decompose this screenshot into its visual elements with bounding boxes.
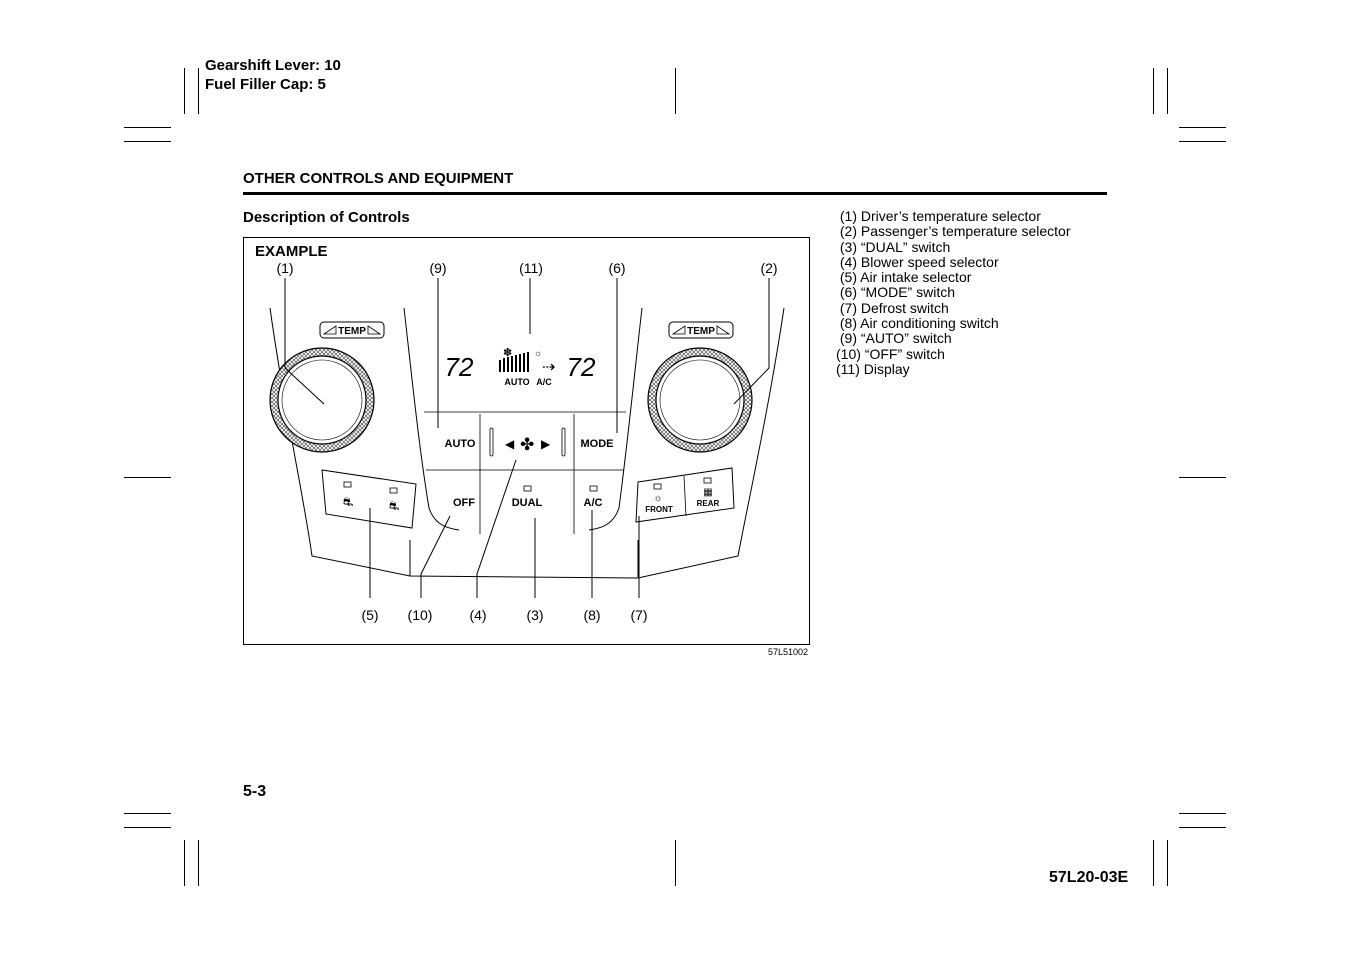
rear-defrost-icon: ▦: [703, 487, 712, 498]
ac-button[interactable]: A/C: [584, 485, 603, 509]
off-button-label: OFF: [453, 497, 475, 509]
dual-button-label: DUAL: [512, 497, 543, 509]
callout-8: (8): [583, 607, 600, 623]
callout-10: (10): [408, 607, 433, 623]
front-button-label: FRONT: [645, 505, 673, 514]
display-right-temp: 72: [567, 352, 596, 382]
display-ac: A/C: [536, 377, 552, 387]
legend-item: (9) “AUTO” switch: [836, 330, 952, 347]
dual-button[interactable]: DUAL: [512, 485, 543, 509]
display-auto: AUTO: [504, 377, 529, 387]
legend-item: (6) “MODE” switch: [836, 284, 955, 301]
auto-button-label: AUTO: [445, 438, 476, 450]
passenger-temp-text: TEMP: [687, 326, 715, 337]
callout-5: (5): [361, 607, 378, 623]
display-left-temp: 72: [445, 352, 474, 382]
legend-item: (8) Air conditioning switch: [836, 315, 999, 332]
callout-11: (11): [519, 260, 543, 276]
legend-item: (1) Driver’s temperature selector: [836, 208, 1041, 224]
subsection-title: Description of Controls: [243, 209, 410, 226]
mode-button[interactable]: MODE: [581, 438, 614, 450]
rear-button-label: REAR: [697, 499, 720, 508]
document-code: 57L20-03E: [1049, 869, 1129, 886]
auto-button[interactable]: AUTO: [445, 438, 476, 450]
defrost-switch[interactable]: ☼ ▦ FRONT REAR: [635, 467, 735, 523]
display-fan-icon: ✽: [503, 347, 512, 359]
legend-item: (10) “OFF” switch: [836, 345, 945, 362]
header-line-1: Gearshift Lever: 10: [205, 57, 341, 74]
fan-level-bars: [499, 352, 529, 372]
fan-left-arrow-icon: ◀: [505, 437, 515, 451]
off-button[interactable]: OFF: [453, 497, 475, 509]
recirculate-icon: ⛐: [389, 499, 399, 513]
fan-right-arrow-icon: ▶: [541, 437, 551, 451]
legend-item: (3) “DUAL” switch: [836, 238, 951, 255]
legend-item: (4) Blower speed selector: [836, 253, 999, 270]
passenger-temp-label: TEMP: [668, 321, 734, 339]
display-defrost-icon: ☼: [534, 348, 542, 358]
fan-icon: ✤: [520, 435, 534, 454]
section-title: OTHER CONTROLS AND EQUIPMENT: [243, 170, 514, 187]
section-rule: [243, 192, 1107, 195]
driver-temp-dial[interactable]: [269, 347, 375, 453]
legend-item: (7) Defrost switch: [836, 299, 949, 316]
air-intake-selector[interactable]: ⛐ ⛐: [321, 469, 417, 529]
front-defrost-icon: ☼: [653, 493, 662, 504]
mode-button-label: MODE: [581, 438, 614, 450]
display: 72 72 ✽ ☼ ⇢ AUTO A/C: [445, 347, 596, 387]
callout-leaders: [284, 278, 770, 598]
passenger-temp-dial[interactable]: [647, 347, 753, 453]
callout-9: (9): [429, 260, 446, 276]
legend-item: (11) Display: [836, 360, 910, 377]
callout-7: (7): [630, 607, 647, 623]
legend-item: (5) Air intake selector: [836, 269, 972, 286]
callout-3: (3): [526, 607, 543, 623]
figure-label: EXAMPLE: [255, 243, 328, 260]
figure-frame: EXAMPLE TEMP: [243, 237, 810, 645]
figure-code: 57L51002: [768, 647, 809, 657]
running-header: Gearshift Lever: 10 Fuel Filler Cap: 5: [205, 56, 341, 94]
fresh-air-icon: ⛐: [343, 495, 353, 509]
callout-1: (1): [276, 260, 293, 276]
callout-4: (4): [469, 607, 486, 623]
callout-2: (2): [760, 260, 777, 276]
ac-button-label: A/C: [584, 497, 603, 509]
header-line-2: Fuel Filler Cap: 5: [205, 76, 326, 93]
climate-panel-illustration: TEMP TEMP 72 72: [269, 260, 785, 623]
driver-temp-text: TEMP: [338, 326, 366, 337]
blower-speed-selector[interactable]: ◀ ✤ ▶: [489, 427, 566, 457]
legend-list: (1) Driver’s temperature selector (2) Pa…: [836, 208, 1071, 377]
legend-item: (2) Passenger’s temperature selector: [836, 223, 1071, 240]
callout-6: (6): [608, 260, 625, 276]
display-airflow-icon: ⇢: [542, 359, 555, 376]
page-number: 5-3: [243, 783, 267, 800]
driver-temp-label: TEMP: [319, 321, 385, 339]
